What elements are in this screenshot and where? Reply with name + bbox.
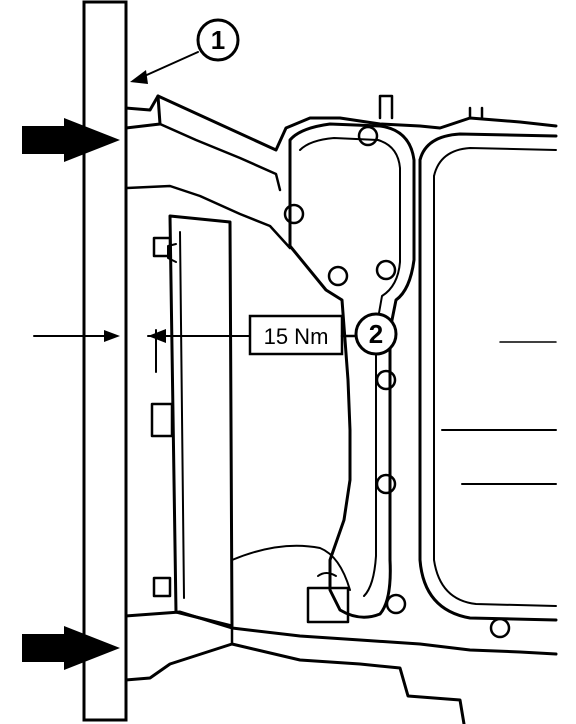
gap-arrow-left xyxy=(33,330,120,342)
callout-2: 2 xyxy=(354,312,398,356)
callout-2-label: 2 xyxy=(369,319,383,349)
oil-pan-housing xyxy=(124,94,558,724)
push-arrow-bottom xyxy=(22,626,120,670)
torque-callout: 15 Nm xyxy=(147,314,358,356)
torque-label-box xyxy=(248,314,344,356)
callout-1: 1 xyxy=(130,18,240,84)
push-arrow-top xyxy=(22,118,120,162)
callout-1-label: 1 xyxy=(211,25,225,55)
torque-value-text: 15 Nm xyxy=(264,324,329,349)
straight-edge-bar xyxy=(82,0,128,722)
